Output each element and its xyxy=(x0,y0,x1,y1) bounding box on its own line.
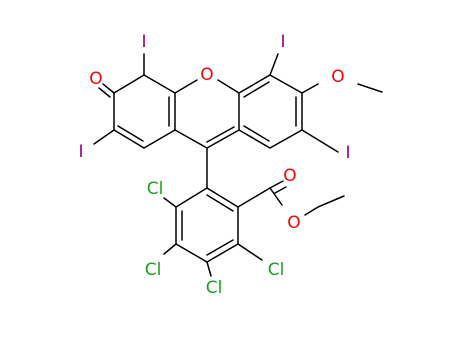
bond xyxy=(269,187,283,206)
bond xyxy=(98,87,111,98)
bond xyxy=(102,83,115,94)
iodine-top-left-label: I xyxy=(141,32,146,52)
bond xyxy=(274,186,287,194)
bond xyxy=(304,206,319,216)
bond xyxy=(217,79,240,94)
bond xyxy=(301,83,319,94)
bond xyxy=(301,129,339,153)
bond xyxy=(238,74,271,94)
bond xyxy=(113,129,145,149)
iodine-right-label: I xyxy=(345,143,350,163)
chlorine-lower-left-label: Cl xyxy=(145,260,162,280)
bond xyxy=(206,243,239,263)
bond xyxy=(175,187,208,208)
bond-lines xyxy=(93,53,383,277)
iodine-left-label: I xyxy=(78,142,83,162)
atom-labels: O O O O O I I I I Cl Cl Cl Cl xyxy=(78,32,350,298)
bond xyxy=(206,261,212,277)
bond xyxy=(243,81,270,98)
methoxy-oxygen-label: O xyxy=(331,67,344,87)
bond xyxy=(93,129,115,145)
bond xyxy=(113,74,145,94)
ester-oxygen-label: O xyxy=(287,213,300,233)
bond xyxy=(357,83,383,93)
bond xyxy=(269,129,303,149)
bond xyxy=(206,239,234,256)
bond xyxy=(243,125,270,142)
bond xyxy=(143,129,176,149)
bond xyxy=(206,187,239,208)
carbonyl-oxygen-label: O xyxy=(283,166,296,186)
bond xyxy=(269,74,303,94)
bond xyxy=(175,243,208,263)
iodine-top-right-label: I xyxy=(280,32,285,52)
ring-oxygen-label: O xyxy=(200,65,213,85)
chlorine-right-label: Cl xyxy=(268,260,285,280)
bond xyxy=(174,129,208,149)
bond xyxy=(163,243,177,255)
keto-oxygen-label: O xyxy=(89,69,102,89)
chlorine-upper-left-label: Cl xyxy=(147,179,164,199)
bond xyxy=(206,129,240,149)
bond xyxy=(269,180,284,189)
bond xyxy=(206,194,234,212)
chlorine-bottom-label: Cl xyxy=(206,278,223,298)
bond xyxy=(238,129,271,149)
bond xyxy=(269,53,279,76)
bond xyxy=(206,126,235,143)
bond xyxy=(237,243,263,261)
bond xyxy=(163,197,177,208)
bond xyxy=(117,125,144,142)
bond xyxy=(237,187,271,208)
bond xyxy=(143,74,176,94)
bond xyxy=(174,79,198,94)
bond xyxy=(317,195,345,208)
